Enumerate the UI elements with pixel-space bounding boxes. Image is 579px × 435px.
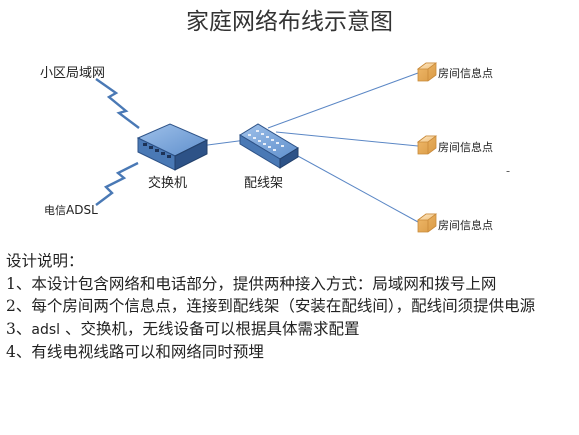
notes-heading: 设计说明： — [6, 252, 84, 270]
diagram-title: 家庭网络布线示意图 — [186, 9, 393, 35]
room-point-label-1: 房间信息点 — [438, 67, 493, 80]
telecom-prefix: 电信 — [44, 204, 66, 217]
note-item-3-rest: 、交换机，无线设备可以根据具体需求配置 — [60, 319, 360, 338]
patch-panel-icon — [239, 123, 299, 169]
note-item-3: 3、adsl 、交换机，无线设备可以根据具体需求配置 — [6, 318, 578, 342]
note-item-3-prefix: 3、 — [6, 319, 32, 338]
design-notes: 设计说明： 1、本设计包含网络和电话部分，提供两种接入方式：局域网和拨号上网 2… — [6, 250, 578, 364]
lightning-bolt-adsl-icon — [95, 161, 139, 206]
cable-lines — [199, 72, 419, 223]
adsl-text: ADSL — [66, 203, 98, 217]
cable-switch-to-patch — [199, 139, 247, 147]
switch-label: 交换机 — [148, 176, 188, 191]
room-point-label-3: 房间信息点 — [438, 219, 493, 232]
network-diagram — [95, 62, 438, 233]
room-point-box-icon-2 — [416, 135, 438, 155]
cable-patch-to-room-3 — [275, 143, 419, 223]
switch-icon — [136, 123, 209, 171]
telecom-adsl-label: 电信ADSL — [44, 202, 98, 218]
note-item-3-adsl: adsl — [31, 321, 61, 338]
room-point-box-icon-1 — [416, 62, 438, 82]
room-point-box-icon-3 — [416, 213, 438, 233]
note-item-1: 1、本设计包含网络和电话部分，提供两种接入方式：局域网和拨号上网 — [6, 274, 497, 293]
cable-patch-to-room-2 — [275, 131, 419, 147]
patch-panel-label: 配线架 — [244, 176, 284, 191]
lightning-bolt-lan-icon — [95, 78, 140, 129]
stray-dash-mark: - — [506, 164, 511, 178]
room-point-label-2: 房间信息点 — [438, 141, 493, 154]
note-item-2: 2、每个房间两个信息点，连接到配线架（安装在配线间），配线间须提供电源 — [6, 297, 536, 315]
note-item-4: 4、有线电视线路可以和网络同时预埋 — [6, 343, 264, 361]
community-lan-label: 小区局域网 — [40, 66, 106, 81]
cable-patch-to-room-1 — [267, 72, 419, 129]
